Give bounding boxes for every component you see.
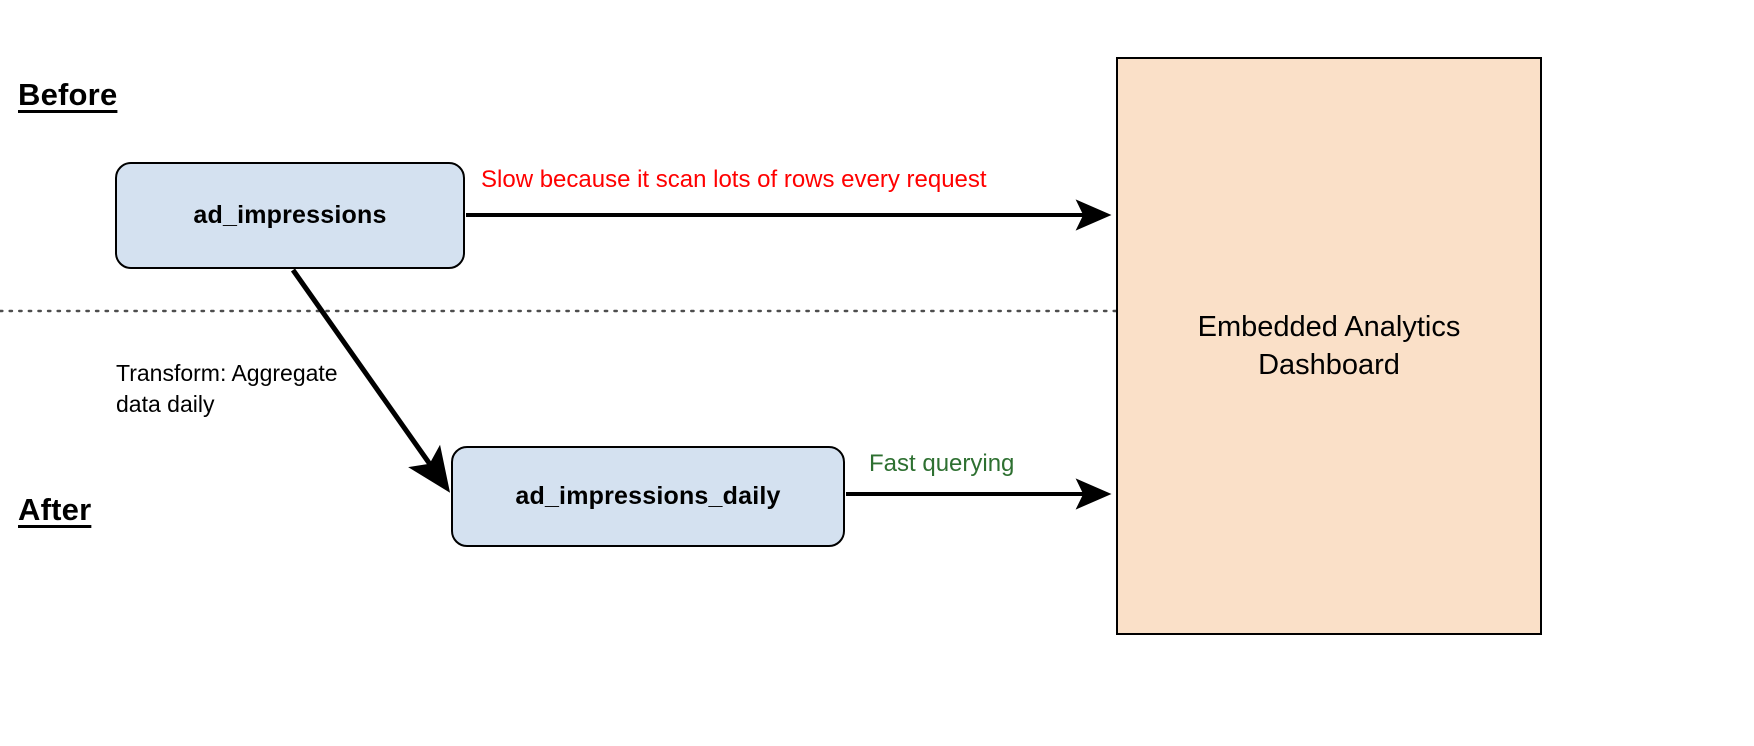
node-ad-impressions-daily[interactable]: ad_impressions_daily <box>451 446 845 547</box>
node-ad-impressions-daily-label: ad_impressions_daily <box>515 482 781 510</box>
edge-label-transform-aggregate: Transform: Aggregate data daily <box>116 360 338 417</box>
node-ad-impressions[interactable]: ad_impressions <box>115 162 465 269</box>
dashboard-panel-label: Embedded Analytics Dashboard <box>1197 310 1461 381</box>
node-ad-impressions-label: ad_impressions <box>193 201 387 229</box>
edge-label-slow-scan: Slow because it scan lots of rows every … <box>481 166 987 193</box>
edge-label-fast-querying: Fast querying <box>869 450 1015 477</box>
section-label-after: After <box>18 492 92 527</box>
section-label-before: Before <box>18 77 118 112</box>
edge-impressions-to-daily <box>290 268 451 493</box>
node-embedded-analytics-dashboard[interactable]: Embedded Analytics Dashboard <box>1116 57 1542 635</box>
